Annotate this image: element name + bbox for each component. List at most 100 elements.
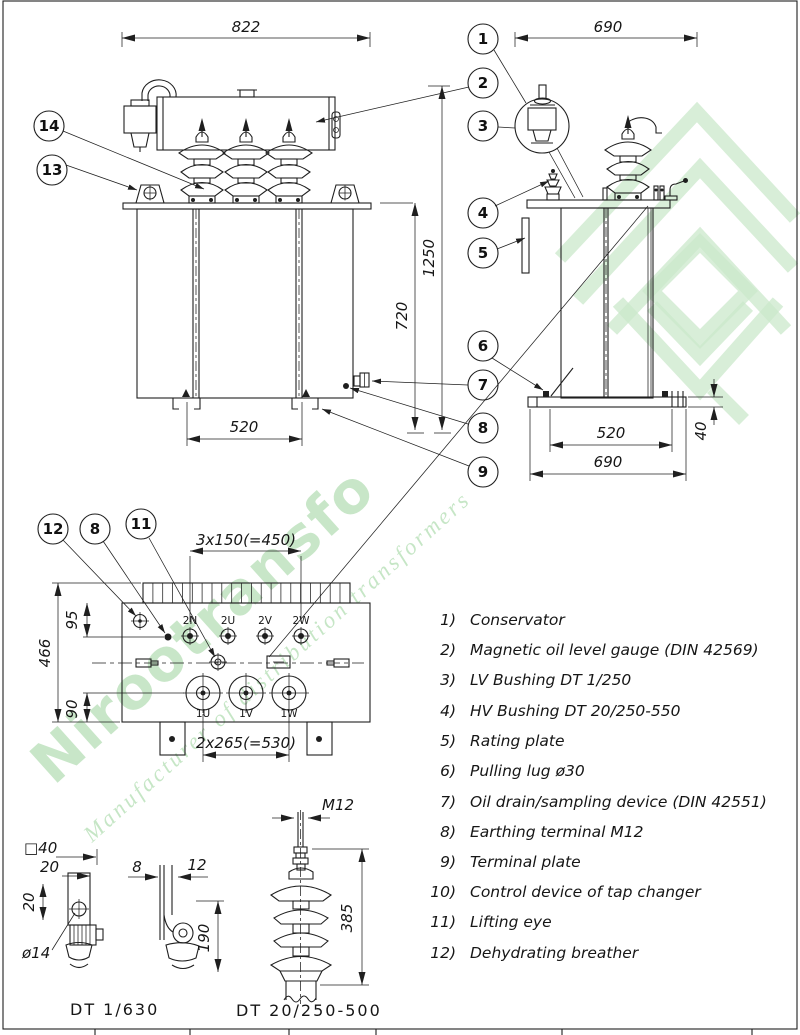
callout-4: 4 [467,197,499,229]
svg-text:690: 690 [594,18,623,36]
svg-text:90: 90 [63,699,81,718]
front-dim-822: 822 [121,18,371,47]
top-view: 2N 2U 2V 2W [36,205,649,762]
svg-text:10): 10) [430,883,456,901]
side-view: 690 [315,18,723,488]
svg-text:3: 3 [478,117,488,135]
svg-text:9: 9 [478,463,488,481]
earthing-terminal-top [164,633,172,641]
svg-text:7: 7 [478,376,488,394]
callout-13: 13 [36,154,138,191]
callout-8: 8 [467,412,499,444]
callout-3: 3 [467,110,499,142]
tank-lid-front [122,184,372,210]
parts-list-row: 7) Oil drain/sampling device (DIN 42551) [440,793,767,811]
svg-text:1250: 1250 [420,239,438,277]
svg-text:40: 40 [692,421,710,440]
parts-list-row: 11) Lifting eye [430,913,551,931]
parts-list-row: 10) Control device of tap changer [430,883,702,901]
terminal-2u: 2U [219,615,237,645]
svg-text:4): 4) [440,702,456,720]
svg-text:2: 2 [478,74,488,92]
callout-2: 2 [467,67,499,99]
callout-9: 9 [467,456,499,488]
parts-list-row: 8) Earthing terminal M12 [440,823,643,841]
svg-text:12): 12) [430,944,456,962]
oil-level-gauge [331,111,341,139]
oil-drain-device [343,372,370,389]
svg-text:ø14: ø14 [21,944,50,962]
parts-list-row: 9) Terminal plate [440,853,581,871]
tap-changer-locator-line [268,205,649,658]
parts-list-row: 4) HV Bushing DT 20/250-550 [440,702,681,720]
parts-list-row: 2) Magnetic oil level gauge (DIN 42569) [440,641,759,659]
svg-text:3): 3) [440,671,456,689]
tank-side [521,199,687,408]
svg-text:14: 14 [39,117,60,135]
conservator [156,89,341,151]
breather-mount-screw [131,612,149,630]
rating-plate [521,217,530,274]
lv-clamp-side: 8 12 190 [128,856,224,972]
top-dim-90: 90 [63,692,184,722]
parts-list-row: 1) Conservator [440,611,566,629]
pulling-lug [543,391,549,397]
svg-text:9): 9) [440,853,456,871]
callout-8b: 8 [79,513,166,634]
top-dim-466: 466 [36,582,141,723]
svg-text:1V: 1V [239,708,254,720]
top-dim-95: 95 [63,603,164,638]
callout-leaders [315,49,550,467]
svg-text:□40: □40 [24,839,57,857]
svg-text:11: 11 [131,515,152,533]
side-dim-690-top: 690 [514,18,698,47]
svg-text:95: 95 [63,610,81,629]
svg-text:M12: M12 [322,796,354,814]
svg-text:8: 8 [90,520,100,538]
lv-bushing-side [544,169,562,201]
svg-text:DT 20/250-500: DT 20/250-500 [236,1001,382,1020]
svg-text:466: 466 [36,639,54,668]
lv-clamp-front [65,872,104,969]
svg-text:LV Bushing DT 1/250: LV Bushing DT 1/250 [470,671,631,689]
svg-text:Lifting eye: Lifting eye [470,913,552,931]
watermark: Nirootransfo Manufacturer of distributio… [17,101,800,847]
svg-text:4: 4 [478,204,488,222]
svg-text:720: 720 [393,302,411,331]
callout-14: 14 [33,110,205,190]
svg-text:DT 1/630: DT 1/630 [70,1000,159,1019]
svg-text:2x265(=530): 2x265(=530) [196,734,296,752]
svg-text:13: 13 [42,161,63,179]
svg-text:11): 11) [430,913,456,931]
side-dim-690-base: 690 [529,409,687,481]
svg-text:8): 8) [440,823,456,841]
parts-list-row: 6) Pulling lug ø30 [440,762,585,780]
callout-1: 1 [467,23,499,55]
svg-text:12: 12 [187,856,206,874]
svg-text:822: 822 [232,18,261,36]
svg-text:7): 7) [440,793,456,811]
svg-text:2): 2) [440,641,456,659]
svg-text:HV Bushing DT 20/250-550: HV Bushing DT 20/250-550 [470,702,681,720]
svg-text:6: 6 [478,337,488,355]
front-dim-heights: 720 1250 [380,85,451,434]
svg-text:Conservator: Conservator [470,611,566,629]
svg-text:Dehydrating breather: Dehydrating breather [470,944,640,962]
svg-text:6): 6) [440,762,456,780]
svg-text:1): 1) [440,611,456,629]
callout-6: 6 [467,330,499,362]
top-dim-2x265: 2x265(=530) [196,714,296,762]
svg-text:12: 12 [43,520,64,538]
tap-changer-handle [664,178,688,201]
hv-terminals: 1U 1V 1W [183,673,309,720]
parts-list-row: 12) Dehydrating breather [430,944,640,962]
svg-text:520: 520 [597,424,626,442]
lv-bushing-detail: □40 20 20 ø14 8 12 [20,839,224,1019]
svg-text:5: 5 [478,244,488,262]
brand-logo-icon [554,101,800,425]
svg-text:Control device of tap changer: Control device of tap changer [470,883,702,901]
lid-centerline-items [92,653,364,671]
lifting-eye [209,653,227,671]
